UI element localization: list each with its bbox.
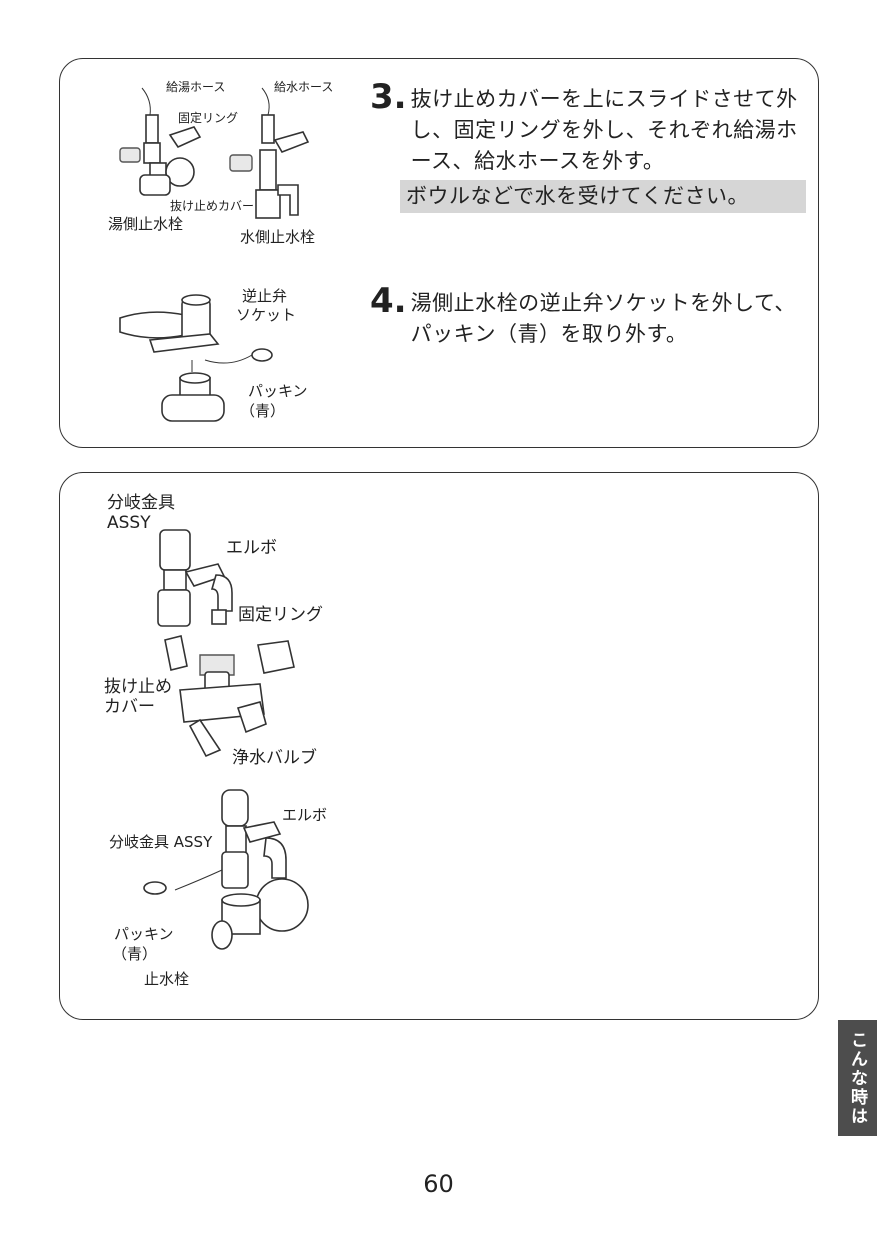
label-packing-2: （青） xyxy=(240,402,286,420)
label-packing-1: パッキン xyxy=(248,382,308,400)
label-fixing-ring: 固定リング xyxy=(178,111,239,125)
label-branch-1: 分岐金具 xyxy=(107,493,175,513)
step-4-number: 4. xyxy=(370,281,407,321)
label-water-valve: 浄水バルブ xyxy=(232,748,317,768)
step-4-text: 湯側止水栓の逆止弁ソケットを外して、パッキン（青）を取り外す。 xyxy=(410,291,796,346)
label-cover-top-2: カバー xyxy=(104,697,155,717)
label-stop-valve: 止水栓 xyxy=(144,970,190,988)
step-3-text: 抜け止めカバーを上にスライドさせて外し、固定リングを外し、それぞれ給湯ホース、給… xyxy=(410,87,798,173)
branch-assembly-illustration xyxy=(157,529,295,758)
step-panel-upper xyxy=(59,58,819,448)
step-4: 4. 湯側止水栓の逆止弁ソケットを外して、パッキン（青）を取り外す。 xyxy=(370,284,810,350)
label-branch-bottom: 分岐金具 ASSY xyxy=(109,833,213,851)
cold-valve-illustration xyxy=(229,87,310,219)
label-fixing-ring-top: 固定リング xyxy=(238,605,323,625)
label-elbow-bottom: エルボ xyxy=(282,806,328,824)
label-cover: 抜け止めカバー xyxy=(170,199,255,213)
label-branch-2: ASSY xyxy=(107,513,151,533)
check-valve-illustration xyxy=(119,294,273,422)
label-check-valve-1: 逆止弁 xyxy=(242,287,288,305)
label-hot-hose: 給湯ホース xyxy=(166,80,226,94)
side-tab: こんな時は xyxy=(838,1020,877,1136)
hot-valve-illustration xyxy=(119,87,202,196)
step-panel-lower xyxy=(59,472,819,1020)
step-3-number: 3. xyxy=(370,77,407,117)
label-cover-top-1: 抜け止め xyxy=(104,677,172,697)
step-3-note: ボウルなどで水を受けてください。 xyxy=(400,180,806,213)
label-cold-valve: 水側止水栓 xyxy=(240,228,316,246)
label-elbow-top: エルボ xyxy=(226,538,277,558)
label-hot-valve: 湯側止水栓 xyxy=(108,215,184,233)
stop-valve-illustration xyxy=(143,789,309,950)
page-number: 60 xyxy=(423,1170,454,1198)
label-packing-bottom-1: パッキン xyxy=(114,925,174,943)
step-3: 3. 抜け止めカバーを上にスライドさせて外し、固定リングを外し、それぞれ給湯ホー… xyxy=(370,80,810,177)
label-check-valve-2: ソケット xyxy=(236,306,297,324)
label-packing-bottom-2: （青） xyxy=(112,945,158,963)
label-cold-hose: 給水ホース xyxy=(274,80,334,94)
